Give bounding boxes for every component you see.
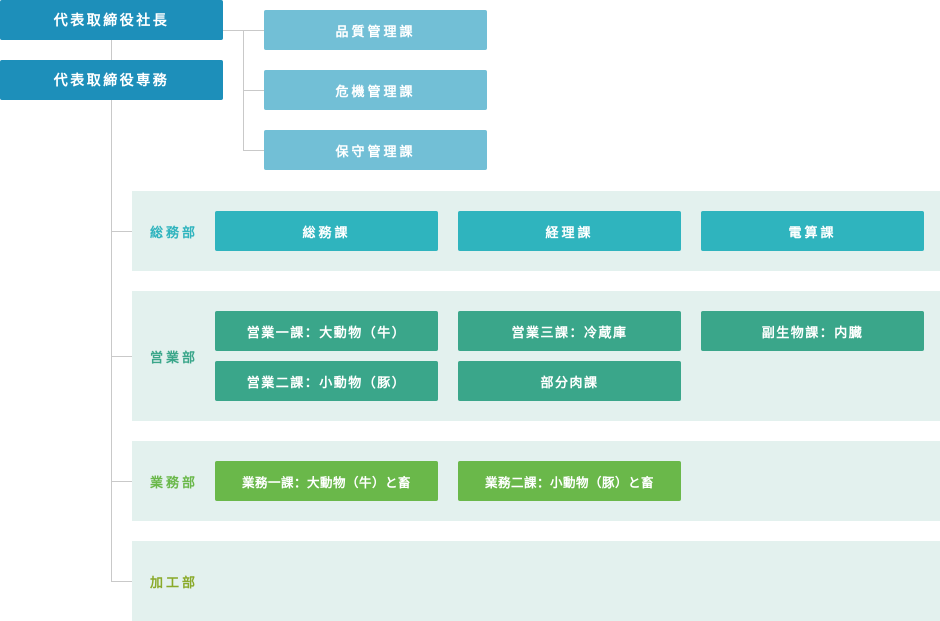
connector-gyomu xyxy=(111,481,132,482)
dept-gyomu-label: 業務部 xyxy=(150,475,199,491)
section-cuts-box: 部分肉課 xyxy=(458,361,681,401)
connector-somu xyxy=(111,231,132,232)
section-gyomu-1-box: 業務一課：大動物（牛）と畜 xyxy=(215,461,438,501)
dept-somu-panel: 総務部 総務課 経理課 電算課 xyxy=(132,191,940,271)
dept-gyomu-panel: 業務部 業務一課：大動物（牛）と畜 業務二課：小動物（豚）と畜 xyxy=(132,441,940,521)
section-densan-box: 電算課 xyxy=(701,211,924,251)
section-gyomu-2-box: 業務二課：小動物（豚）と畜 xyxy=(458,461,681,501)
section-eigyo-3-box: 営業三課：冷蔵庫 xyxy=(458,311,681,351)
connector-management-2 xyxy=(243,90,264,91)
section-somu-box: 総務課 xyxy=(215,211,438,251)
quality-management-box: 品質管理課 xyxy=(264,10,487,50)
maintenance-management-box: 保守管理課 xyxy=(264,130,487,170)
section-keiri-box: 経理課 xyxy=(458,211,681,251)
dept-eigyo-panel: 営業部 営業一課：大動物（牛） 営業三課：冷蔵庫 副生物課：内臓 営業二課：小動… xyxy=(132,291,940,421)
dept-kako-label: 加工部 xyxy=(150,575,199,591)
connector-management-3 xyxy=(243,150,264,151)
dept-kako-panel: 加工部 xyxy=(132,541,940,621)
managing-director-box: 代表取締役専務 xyxy=(0,60,223,100)
section-eigyo-2-box: 営業二課：小動物（豚） xyxy=(215,361,438,401)
section-byproduct-box: 副生物課：内臓 xyxy=(701,311,924,351)
connector-eigyo xyxy=(111,356,132,357)
dept-eigyo-label: 営業部 xyxy=(150,350,199,366)
dept-somu-label: 総務部 xyxy=(150,225,199,241)
crisis-management-box: 危機管理課 xyxy=(264,70,487,110)
connector-exec-vertical xyxy=(111,40,112,60)
president-box: 代表取締役社長 xyxy=(0,0,223,40)
section-eigyo-1-box: 営業一課：大動物（牛） xyxy=(215,311,438,351)
connector-kako xyxy=(111,581,132,582)
connector-trunk-vertical xyxy=(111,100,112,581)
